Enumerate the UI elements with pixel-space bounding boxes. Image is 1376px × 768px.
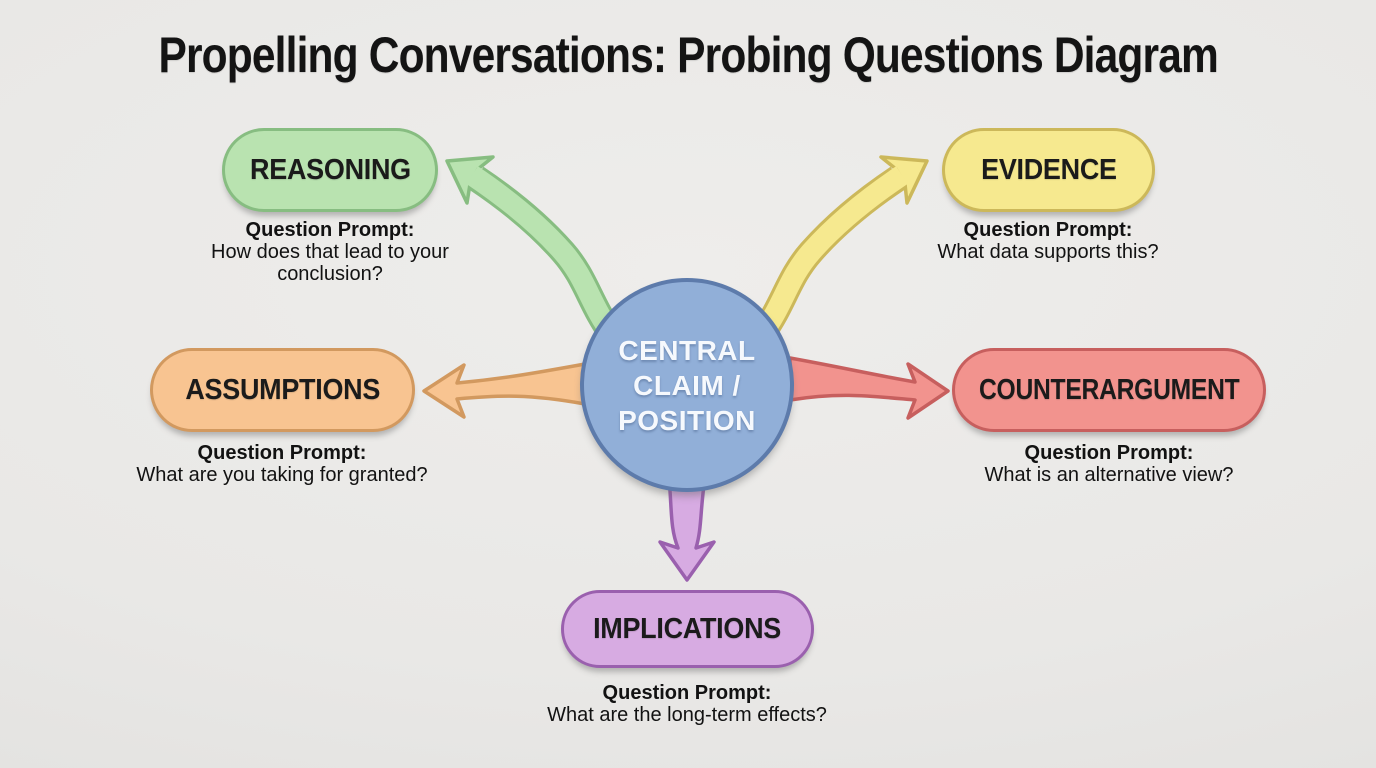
central-claim-line: CLAIM / bbox=[633, 369, 741, 401]
prompt-assumptions: Question Prompt: What are you taking for… bbox=[122, 442, 442, 486]
prompt-evidence-heading: Question Prompt: bbox=[963, 219, 1133, 241]
prompt-implications: Question Prompt: What are the long-term … bbox=[527, 682, 847, 726]
arrow-assumptions bbox=[422, 362, 587, 419]
node-counterargument-label: COUNTERARGUMENT bbox=[978, 373, 1240, 406]
prompt-counterargument-text: What is an alternative view? bbox=[984, 464, 1234, 486]
node-counterargument: COUNTERARGUMENT bbox=[952, 348, 1266, 432]
node-evidence-label: EVIDENCE bbox=[980, 153, 1117, 186]
arrow-evidence bbox=[750, 155, 929, 342]
prompt-evidence-text: What data supports this? bbox=[937, 241, 1159, 263]
node-reasoning: REASONING bbox=[222, 128, 438, 212]
central-claim-node: CENTRAL CLAIM / POSITION bbox=[580, 278, 794, 492]
node-implications-label: IMPLICATIONS bbox=[593, 612, 782, 645]
node-evidence: EVIDENCE bbox=[942, 128, 1155, 212]
prompt-counterargument-heading: Question Prompt: bbox=[1024, 442, 1194, 464]
page-title: Propelling Conversations: Probing Questi… bbox=[0, 26, 1376, 84]
prompt-reasoning-text: How does that lead to your conclusion? bbox=[211, 241, 449, 285]
prompt-counterargument: Question Prompt: What is an alternative … bbox=[949, 442, 1269, 486]
central-claim-line: POSITION bbox=[618, 404, 756, 436]
prompt-evidence: Question Prompt: What data supports this… bbox=[888, 219, 1208, 263]
arrow-implications bbox=[658, 476, 716, 582]
node-implications: IMPLICATIONS bbox=[561, 590, 814, 668]
prompt-implications-heading: Question Prompt: bbox=[602, 682, 772, 704]
node-reasoning-label: REASONING bbox=[249, 153, 411, 186]
prompt-assumptions-text: What are you taking for granted? bbox=[136, 464, 428, 486]
arrow-counterargument bbox=[788, 356, 950, 420]
central-claim-label: CENTRAL CLAIM / POSITION bbox=[618, 333, 756, 438]
prompt-implications-text: What are the long-term effects? bbox=[547, 704, 827, 726]
node-assumptions: ASSUMPTIONS bbox=[150, 348, 415, 432]
prompt-reasoning-heading: Question Prompt: bbox=[245, 219, 415, 241]
arrow-reasoning bbox=[445, 155, 624, 342]
page-title-text: Propelling Conversations: Probing Questi… bbox=[158, 27, 1218, 83]
node-assumptions-label: ASSUMPTIONS bbox=[185, 373, 380, 406]
prompt-assumptions-heading: Question Prompt: bbox=[197, 442, 367, 464]
central-claim-line: CENTRAL bbox=[618, 334, 756, 366]
prompt-reasoning: Question Prompt: How does that lead to y… bbox=[190, 219, 470, 285]
